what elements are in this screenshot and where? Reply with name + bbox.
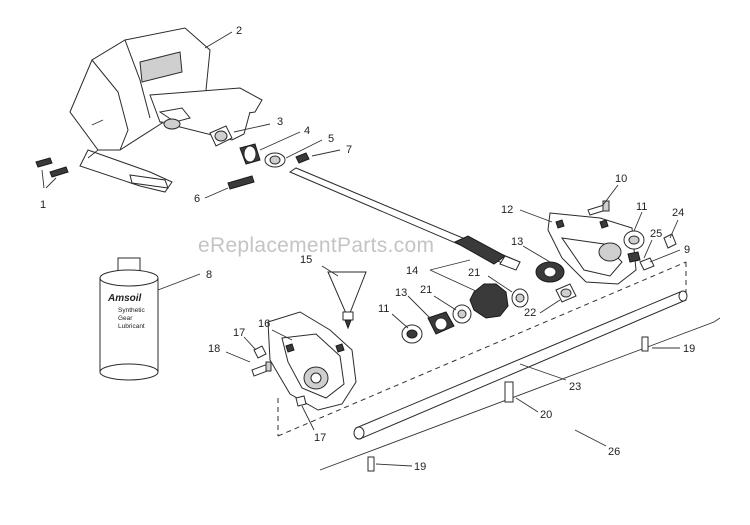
- lubricant-container: Amsoil Synthetic Gear Lubricant: [99, 257, 159, 381]
- auger-housing: [69, 27, 263, 193]
- cap-screw: [587, 200, 610, 216]
- assembly-line-main: [277, 261, 687, 437]
- callout-13-upper: 13: [511, 236, 523, 248]
- container-brand: Amsoil: [107, 293, 142, 304]
- callout-numbers: 1 2 3 4 5 6 7 8 9 10 11 11 12 13 13 14 1…: [40, 25, 695, 473]
- callout-23: 23: [569, 381, 581, 393]
- oil-seal-right: [623, 230, 645, 250]
- ball-bearing-upper: [535, 261, 565, 283]
- callout-25: 25: [650, 228, 662, 240]
- assembly-bracket: [319, 317, 721, 471]
- gear-case-right: [547, 212, 637, 285]
- callout-5: 5: [328, 133, 334, 145]
- callout-11-right: 11: [636, 201, 647, 213]
- nut-lower: [295, 395, 307, 407]
- callout-13-lower: 13: [395, 287, 407, 299]
- callout-2: 2: [236, 25, 242, 37]
- worm-shaft: [288, 167, 521, 271]
- callout-17-lower: 17: [314, 432, 326, 444]
- fitting: [627, 251, 655, 271]
- callout-14: 14: [406, 265, 418, 277]
- thrust-washer-upper: [511, 288, 529, 308]
- vent-plug: [663, 233, 677, 249]
- pin-19-lower: [367, 456, 375, 472]
- callout-7: 7: [346, 144, 352, 156]
- callout-6: 6: [194, 193, 200, 205]
- pin-19-upper: [641, 336, 649, 352]
- callout-21-upper: 21: [468, 267, 480, 279]
- grease-cone: [327, 271, 367, 330]
- container-line2: Gear: [118, 315, 133, 322]
- flange-bearing: [264, 152, 286, 168]
- callout-26: 26: [608, 446, 620, 458]
- oil-seal-lower: [401, 324, 423, 344]
- callout-17-upper: 17: [233, 327, 245, 339]
- roll-pin: [227, 175, 255, 190]
- callout-11-left: 11: [378, 303, 389, 315]
- container-line1: Synthetic: [118, 307, 145, 314]
- callout-20: 20: [540, 409, 552, 421]
- bolt-18: [251, 361, 272, 377]
- auger-shaft: [353, 290, 688, 440]
- callout-19-right: 19: [683, 343, 695, 355]
- spacer: [555, 283, 577, 303]
- callout-9: 9: [684, 244, 690, 256]
- callout-18: 18: [208, 343, 220, 355]
- key: [295, 152, 310, 164]
- pin-20: [504, 381, 514, 403]
- container-line3: Lubricant: [118, 323, 145, 330]
- callout-19-lower: 19: [414, 461, 426, 473]
- nut-upper: [253, 345, 267, 359]
- callout-3: 3: [277, 116, 283, 128]
- callout-8: 8: [206, 269, 212, 281]
- callout-22: 22: [524, 307, 536, 319]
- gear-case-left: [267, 311, 357, 411]
- watermark: eReplacementParts.com: [198, 234, 434, 257]
- callout-4: 4: [304, 125, 310, 137]
- callout-10: 10: [615, 173, 627, 185]
- shear-pins: [35, 157, 69, 189]
- bearing-flange: [209, 125, 233, 147]
- callout-21-lower: 21: [420, 284, 432, 296]
- leader-lines: [157, 31, 681, 467]
- ball-bearing-lower: [427, 311, 455, 335]
- callout-1: 1: [40, 199, 46, 211]
- thrust-washer-lower: [452, 304, 472, 324]
- worm-gear: [469, 283, 509, 319]
- bearing: [239, 143, 261, 165]
- callout-15: 15: [300, 254, 312, 266]
- callout-24: 24: [672, 207, 684, 219]
- callout-12: 12: [501, 204, 513, 216]
- callout-16: 16: [258, 318, 270, 330]
